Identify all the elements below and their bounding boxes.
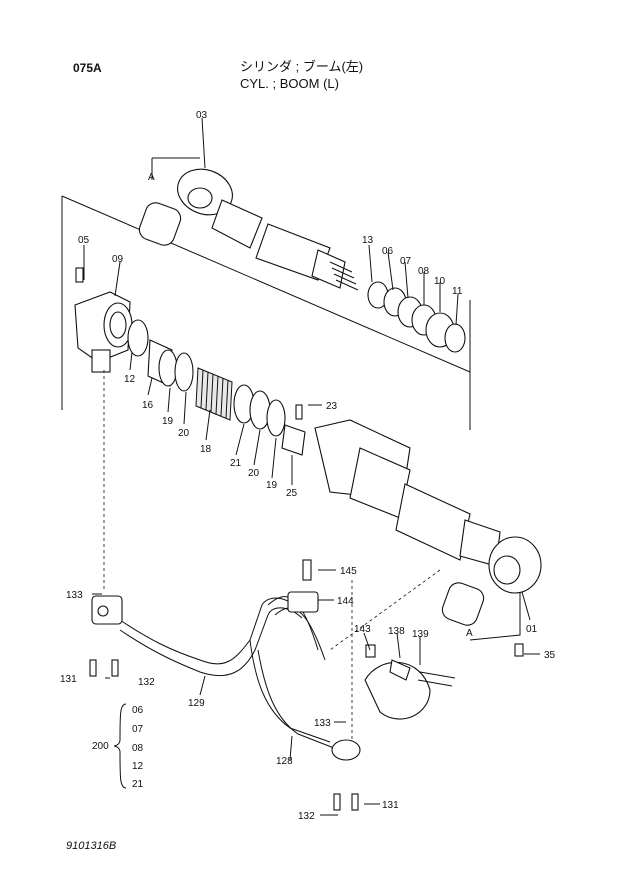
callout-19-a: 19 — [162, 416, 174, 427]
callout-03: 03 — [196, 110, 208, 121]
title-english: CYL. ; BOOM (L) — [240, 76, 339, 91]
callout-01: 01 — [526, 624, 538, 635]
callout-07: 07 — [400, 256, 412, 267]
callout-16: 16 — [142, 400, 154, 411]
piston-assembly — [147, 339, 306, 456]
callout-23: 23 — [326, 401, 338, 412]
callout-132-a: 132 — [138, 677, 155, 688]
callout-12: 12 — [124, 374, 136, 385]
callout-08: 08 — [418, 266, 430, 277]
callout-128: 128 — [276, 756, 293, 767]
page-code: 075A — [73, 61, 102, 75]
callout-131-b: 131 — [382, 800, 399, 811]
callout-25: 25 — [286, 488, 298, 499]
callout-labels: 03 A 05 09 13 06 07 08 10 11 12 16 19 20… — [60, 110, 556, 822]
callout-20-b: 20 — [248, 468, 260, 479]
callout-133-b: 133 — [314, 718, 331, 729]
kit-member-3: 12 — [132, 761, 144, 772]
dashed-leaders — [103, 370, 441, 742]
callout-143: 143 — [354, 624, 371, 635]
callout-A-top: A — [148, 172, 155, 183]
piston-rod — [138, 168, 359, 291]
callout-145: 145 — [340, 566, 357, 577]
callout-35: 35 — [544, 650, 556, 661]
callout-132-b: 132 — [298, 811, 315, 822]
callout-131-a: 131 — [60, 674, 77, 685]
callout-20-a: 20 — [178, 428, 190, 439]
pipe-clamp — [364, 644, 456, 720]
kit-member-1: 07 — [132, 724, 144, 735]
callout-133-a: 133 — [66, 590, 83, 601]
bolts — [75, 267, 524, 811]
callout-144: 144 — [337, 596, 354, 607]
exploded-frame — [61, 157, 521, 641]
drawing-number: 9101316B — [66, 840, 117, 852]
cylinder-head — [74, 291, 149, 373]
callout-13: 13 — [362, 235, 374, 246]
callout-129: 129 — [188, 698, 205, 709]
leader-lines — [83, 117, 540, 816]
callout-06: 06 — [382, 246, 394, 257]
kit-member-2: 08 — [132, 743, 144, 754]
callout-05: 05 — [78, 235, 90, 246]
kit-200: 200 06 07 08 12 21 — [92, 703, 144, 790]
callout-19-b: 19 — [266, 480, 278, 491]
callout-09: 09 — [112, 254, 124, 265]
callout-139: 139 — [412, 629, 429, 640]
callout-10: 10 — [434, 276, 446, 287]
callout-A-bottom: A — [466, 628, 473, 639]
callout-11: 11 — [452, 286, 463, 297]
kit-member-4: 21 — [132, 779, 144, 790]
kit-member-0: 06 — [132, 705, 144, 716]
kit-number: 200 — [92, 741, 109, 752]
callout-21: 21 — [230, 458, 242, 469]
callout-18: 18 — [200, 444, 212, 455]
piping — [91, 559, 361, 761]
title-japanese: シリンダ ; ブーム(左) — [240, 59, 364, 74]
cylinder-tube — [314, 419, 542, 626]
callout-138: 138 — [388, 626, 405, 637]
rod-seal-rings — [367, 281, 466, 353]
